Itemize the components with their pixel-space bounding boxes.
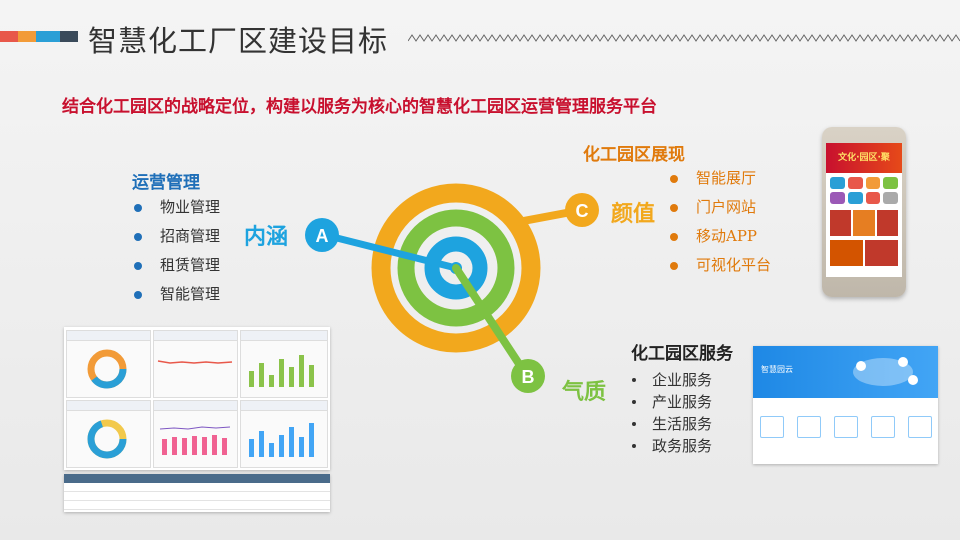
services-item: 企业服务 [628, 369, 712, 391]
display-list: 智能展厅 门户网站 移动APP 可视化平台 [668, 164, 771, 280]
operations-item: 租赁管理 [132, 251, 220, 280]
operations-item: 物业管理 [132, 193, 220, 222]
label-temperament: 气质 [562, 380, 607, 405]
services-item: 产业服务 [628, 391, 712, 413]
phone-image-strip [826, 238, 902, 268]
dashboard-panel [153, 330, 238, 398]
operations-item: 招商管理 [132, 222, 220, 251]
operations-item: 智能管理 [132, 280, 220, 309]
dashboard-panel [153, 400, 238, 468]
donut-chart-icon [87, 349, 127, 389]
pink-bar-chart-icon [159, 426, 231, 455]
display-item: 可视化平台 [668, 251, 771, 280]
donut-chart-icon [87, 419, 127, 459]
header-stripe-blue [36, 31, 60, 42]
page-subtitle: 结合化工园区的战略定位，构建以服务为核心的智慧化工园区运营管理服务平台 [62, 97, 657, 117]
phone-image-strip [826, 208, 902, 238]
display-item: 门户网站 [668, 193, 771, 222]
node-b-circle [511, 359, 545, 393]
web-portal-screenshot: 智慧园云 [753, 346, 938, 464]
label-connotation: 内涵 [244, 225, 289, 250]
services-list: 企业服务 产业服务 生活服务 政务服务 [628, 369, 712, 457]
header-stripe-red [0, 31, 18, 42]
dashboard-panel [66, 400, 151, 468]
data-table-screenshot [64, 474, 330, 512]
zigzag-divider [408, 34, 960, 42]
bar-chart-icon [249, 355, 314, 387]
page-title: 智慧化工厂区建设目标 [88, 24, 389, 58]
node-a-circle [305, 218, 339, 252]
web-service-icons [753, 416, 938, 438]
inner-ring [424, 236, 488, 300]
line-chart-icon [157, 360, 233, 364]
dashboard-panel [240, 330, 328, 398]
header-stripe-orange [18, 31, 36, 42]
web-cloud-illustration [853, 357, 918, 386]
web-brand: 智慧园云 [761, 365, 793, 374]
phone-icon-grid [826, 173, 902, 208]
connector-b [452, 264, 531, 380]
node-b-letter: B [522, 367, 535, 387]
operations-title: 运营管理 [132, 173, 200, 193]
display-item: 移动APP [668, 222, 771, 251]
dashboard-panel [240, 400, 328, 468]
dashboard-screenshot [64, 327, 330, 470]
node-c-circle [565, 193, 599, 227]
phone-banner: 文化·园区·聚 [826, 143, 902, 173]
header-stripe-dark [60, 31, 78, 42]
services-title: 化工园区服务 [631, 344, 733, 364]
blue-bar-chart-icon [249, 423, 314, 457]
target-diagram: A B C [305, 183, 599, 393]
node-a-letter: A [316, 226, 329, 246]
connector-a [321, 231, 460, 272]
outer-ring [371, 183, 541, 353]
display-item: 智能展厅 [668, 164, 771, 193]
services-item: 政务服务 [628, 435, 712, 457]
node-c-letter: C [576, 201, 589, 221]
display-title: 化工园区展现 [583, 145, 685, 165]
middle-ring [397, 209, 515, 327]
mobile-app-screenshot: 文化·园区·聚 [822, 127, 906, 297]
label-appearance: 颜值 [611, 202, 656, 227]
operations-list: 物业管理 招商管理 租赁管理 智能管理 [132, 193, 220, 309]
services-item: 生活服务 [628, 413, 712, 435]
dashboard-panel [66, 330, 151, 398]
